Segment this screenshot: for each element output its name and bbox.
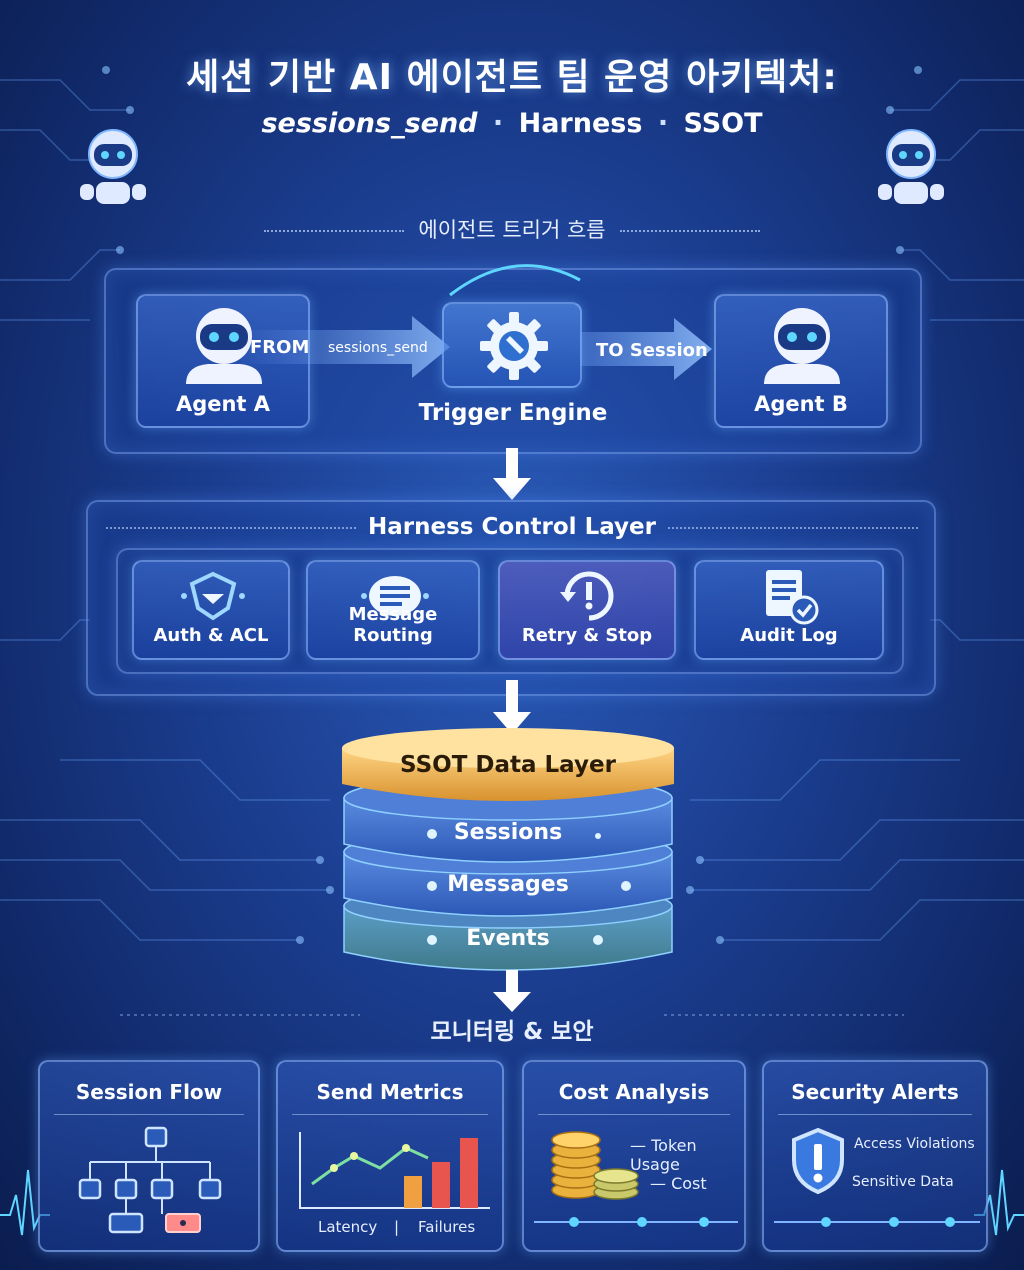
- ssot-layer-messages: Messages: [447, 872, 569, 897]
- trigger-flow-label-text: 에이전트 트리거 흐름: [418, 218, 606, 242]
- failures-label: Failures: [418, 1218, 476, 1236]
- security-alerts-title: Security Alerts: [791, 1080, 959, 1104]
- gear-icon: [480, 312, 548, 380]
- divider: [292, 1114, 488, 1115]
- trigger-engine-card: [442, 302, 582, 388]
- coins-icon: [551, 1131, 639, 1200]
- cost-analysis-title: Cost Analysis: [558, 1080, 710, 1104]
- arrow-right-icon: [240, 316, 450, 378]
- robot-icon: [878, 129, 944, 204]
- page-title: 세션 기반 AI 에이전트 팀 운영 아키텍처:: [186, 57, 838, 98]
- metrics-chart-icon: [299, 1132, 490, 1209]
- page-subtitle: sessions_send · Harness · SSOT: [0, 108, 1024, 139]
- shield-alert-icon: [792, 1127, 844, 1195]
- sessions-send-label: sessions_send: [328, 340, 428, 356]
- divider: [538, 1114, 730, 1115]
- timeline-decoration: [774, 1217, 980, 1227]
- harness-title: Harness Control Layer: [0, 514, 1024, 540]
- message-routing-label: Message Routing: [348, 604, 438, 646]
- subtitle-ssot: SSOT: [683, 108, 763, 139]
- audit-log-card: Audit Log: [694, 560, 884, 660]
- ssot-layer-events: Events: [466, 926, 550, 951]
- send-metrics-title: Send Metrics: [316, 1080, 464, 1104]
- agent-a-label: Agent A: [175, 392, 271, 416]
- subtitle-harness: Harness: [518, 108, 643, 139]
- trigger-flow-label: 에이전트 트리거 흐름: [0, 214, 1024, 244]
- robot-icon: [186, 308, 262, 384]
- audit-log-label: Audit Log: [740, 625, 838, 646]
- divider: [778, 1114, 972, 1115]
- session-flow-card: Session Flow: [38, 1060, 260, 1252]
- agent-b-label: Agent B: [754, 392, 848, 416]
- from-label: FROM: [250, 337, 310, 358]
- auth-acl-label: Auth & ACL: [153, 625, 269, 646]
- message-routing-card: Message Routing: [306, 560, 480, 660]
- arrow-down-icon: [493, 680, 531, 734]
- monitoring-label: 모니터링 & 보안: [430, 1019, 594, 1045]
- arrow-down-icon: [493, 448, 531, 500]
- session-flow-title: Session Flow: [75, 1080, 223, 1104]
- auth-acl-card: Auth & ACL: [132, 560, 290, 660]
- divider: [54, 1114, 244, 1115]
- robot-icon: [80, 129, 146, 204]
- subtitle-separator: ·: [657, 108, 669, 139]
- harness-title-text: Harness Control Layer: [368, 514, 656, 540]
- token-usage-label: — Token Usage: [630, 1136, 697, 1174]
- shield-network-icon: [181, 571, 245, 621]
- trigger-engine-label: Trigger Engine: [418, 400, 608, 426]
- to-session-label: TO Session: [596, 340, 708, 361]
- message-icon: [361, 576, 429, 616]
- subtitle-sessions-send: sessions_send: [261, 108, 478, 139]
- security-alerts-card: Security Alerts Access Violations Sensit…: [762, 1060, 988, 1252]
- timeline-decoration: [534, 1217, 738, 1227]
- retry-alert-icon: [560, 571, 614, 621]
- subtitle-separator: ·: [492, 108, 504, 139]
- access-violations-label: Access Violations: [854, 1136, 975, 1152]
- ssot-title: SSOT Data Layer: [400, 752, 616, 778]
- cost-text: Cost: [671, 1174, 707, 1193]
- cost-label: — Cost: [650, 1174, 707, 1193]
- metrics-divider: |: [394, 1218, 400, 1236]
- send-metrics-card: Send Metrics Latency | Failures: [276, 1060, 504, 1252]
- arrow-right-icon: [580, 318, 712, 380]
- retry-stop-label: Retry & Stop: [521, 625, 653, 646]
- ssot-layer-sessions: Sessions: [453, 820, 563, 845]
- retry-stop-card: Retry & Stop: [498, 560, 676, 660]
- tree-diagram-icon: [78, 1126, 222, 1234]
- arrow-down-icon: [493, 970, 531, 1012]
- token-usage-text: Token Usage: [630, 1136, 697, 1174]
- engine-arc-decoration: [449, 264, 581, 297]
- ssot-database-stack: [342, 728, 674, 971]
- latency-label: Latency: [318, 1218, 378, 1236]
- agent-b-card: Agent B: [714, 294, 888, 428]
- cost-analysis-card: Cost Analysis — Token Usage — Cost: [522, 1060, 746, 1252]
- robot-icon: [764, 308, 840, 384]
- document-check-icon: [766, 570, 819, 625]
- sensitive-data-label: Sensitive Data: [852, 1174, 954, 1190]
